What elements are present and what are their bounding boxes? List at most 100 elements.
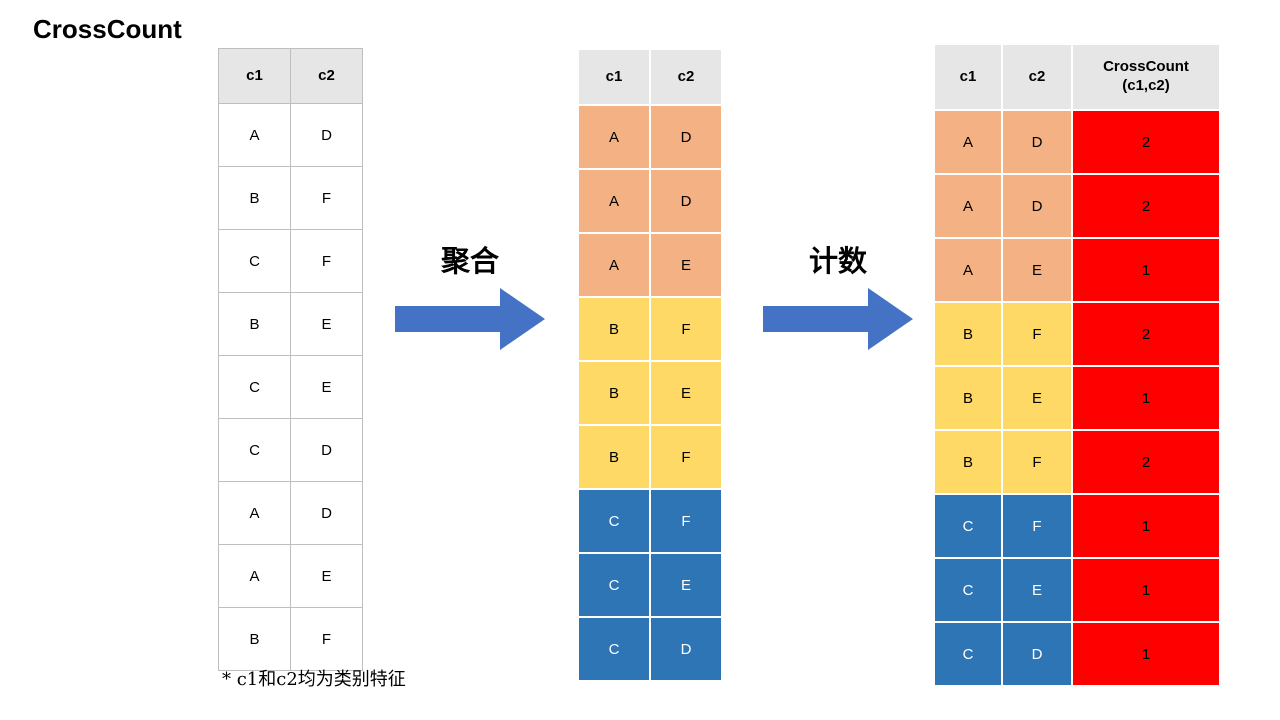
column-header: c1 [933,43,1003,111]
footnote: * c1和c2均为类别特征 [222,669,406,690]
cell: F [290,229,363,293]
count-cell: 1 [1071,365,1221,431]
count-cell: 2 [1071,429,1221,495]
cell: E [649,360,723,426]
column-header: c2 [1001,43,1073,111]
right-arrow-icon [395,288,545,350]
cell: B [933,365,1003,431]
cell: F [1001,429,1073,495]
cell: C [577,488,651,554]
column-header: c2 [649,48,723,106]
cell: A [933,109,1003,175]
cell: F [1001,301,1073,367]
count-cell: 1 [1071,557,1221,623]
cell: A [933,173,1003,239]
cell: E [649,232,723,298]
cell: E [1001,557,1073,623]
cell: E [290,355,363,419]
cell: E [1001,365,1073,431]
cell: D [649,168,723,234]
count-cell: 2 [1071,173,1221,239]
cell: D [649,104,723,170]
column-header: c1 [218,48,291,104]
cell: D [290,103,363,167]
cell: A [218,103,291,167]
cell: B [933,301,1003,367]
right-arrow-icon [763,288,913,350]
column-header: c2 [290,48,363,104]
cell: F [649,424,723,490]
cell: B [218,607,291,671]
cell: C [933,557,1003,623]
cell: D [1001,173,1073,239]
cell: B [577,424,651,490]
page-title: CrossCount [33,14,182,44]
cell: F [649,488,723,554]
cell: D [1001,109,1073,175]
cell: E [1001,237,1073,303]
count-cell: 1 [1071,237,1221,303]
cell: E [649,552,723,618]
cell: D [1001,621,1073,687]
cell: C [933,493,1003,559]
cell: D [290,481,363,545]
cell: B [933,429,1003,495]
count-cell: 2 [1071,301,1221,367]
cell: C [577,616,651,682]
cell: B [218,166,291,230]
cell: D [290,418,363,482]
cell: D [649,616,723,682]
cell: E [290,544,363,608]
cell: E [290,292,363,356]
cell: B [577,296,651,362]
cell: A [218,481,291,545]
cell: A [577,232,651,298]
cell: F [290,607,363,671]
column-header: CrossCount (c1,c2) [1071,43,1221,111]
cell: A [218,544,291,608]
cell: C [218,229,291,293]
cell: F [290,166,363,230]
cell: F [649,296,723,362]
cell: C [218,355,291,419]
cell: C [933,621,1003,687]
count-cell: 1 [1071,493,1221,559]
aggregate-step: 聚合 [395,238,545,354]
cell: B [577,360,651,426]
count-arrow-label: 计数 [808,246,867,278]
cell: A [577,168,651,234]
count-cell: 1 [1071,621,1221,687]
count-cell: 2 [1071,109,1221,175]
